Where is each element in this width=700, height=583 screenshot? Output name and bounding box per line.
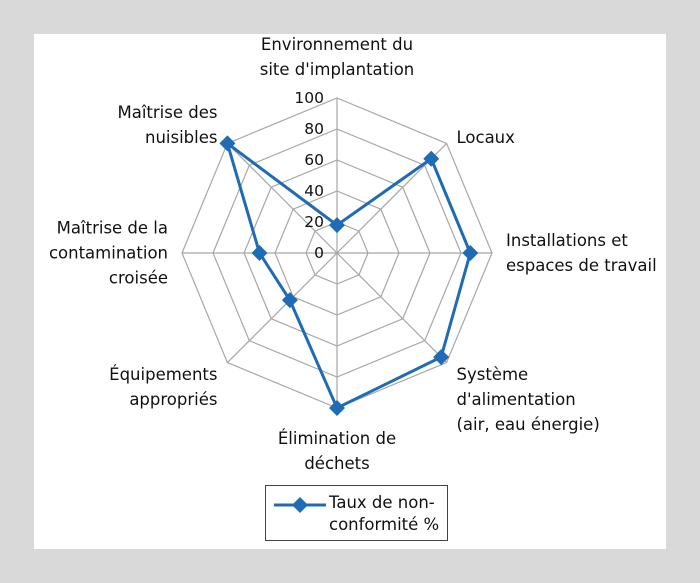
tick-label: 100 [294,89,324,107]
data-point [433,349,450,366]
category-label: Locaux [457,128,516,147]
tick-label: 60 [304,151,324,169]
tick-label: 0 [314,244,324,262]
data-point [329,217,345,234]
data-point [219,135,236,152]
data-point [281,292,298,309]
chart-panel [34,34,666,549]
data-point [329,400,345,416]
grid-spoke-7 [226,142,338,254]
tick-label: 20 [304,213,324,231]
data-point [251,245,268,261]
tick-label: 40 [304,182,324,200]
tick-label: 80 [304,120,324,138]
legend-swatch [274,497,326,513]
data-point [462,245,479,261]
legend-label: Taux de non- conformité % [329,493,440,534]
data-point [423,150,440,167]
legend: Taux de non- conformité % [265,485,448,541]
grid-spoke-5 [226,252,338,364]
grid-spoke-3 [336,252,448,364]
